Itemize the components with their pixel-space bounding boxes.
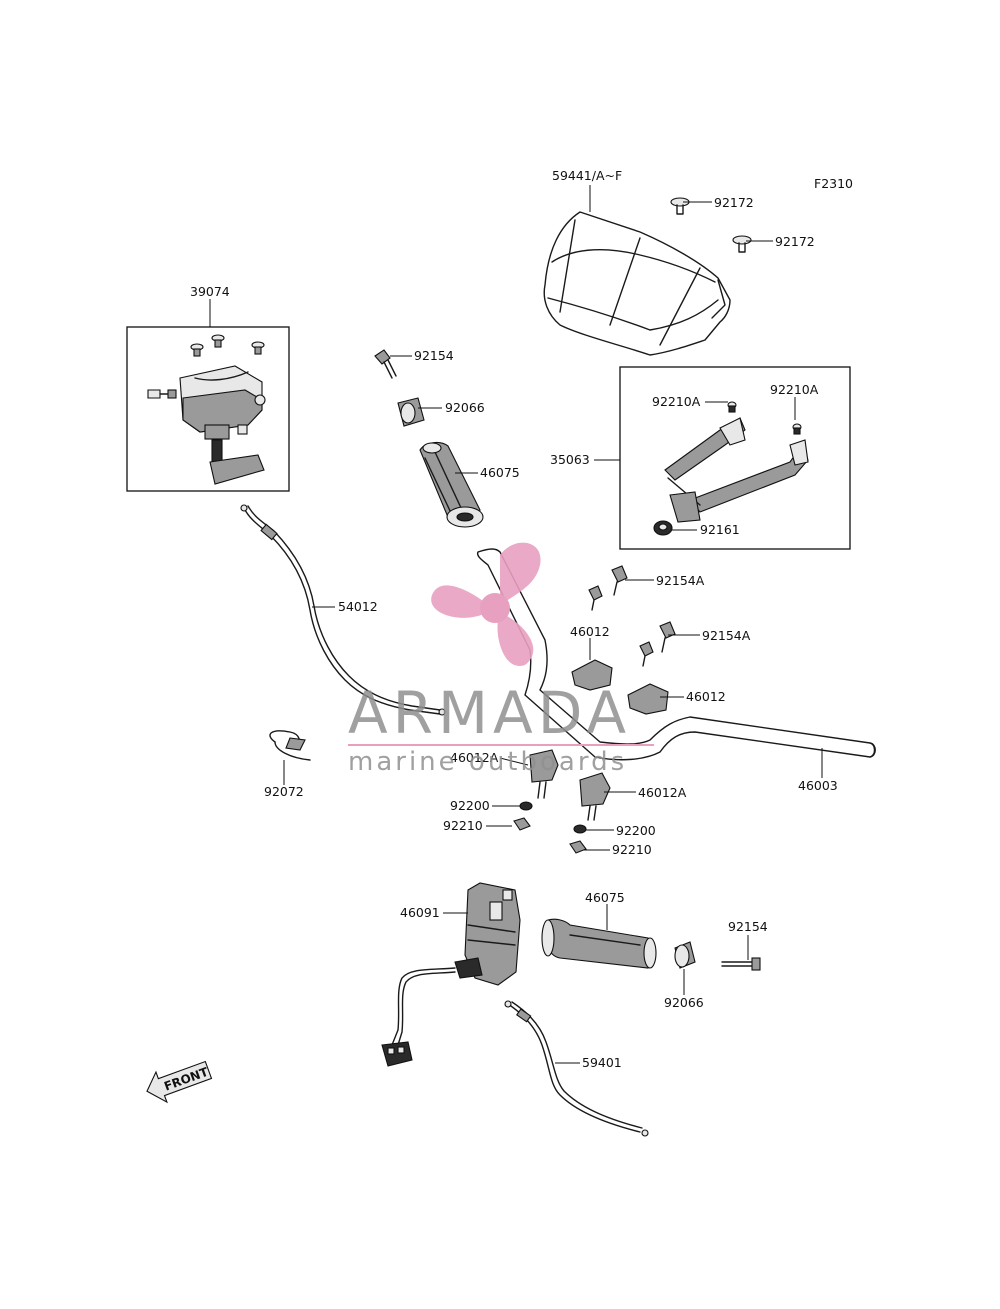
holder-46012A-left <box>529 749 559 799</box>
holder-46012A-right <box>579 772 611 821</box>
label-46012A-1: 46012A <box>450 750 499 765</box>
label-92072: 92072 <box>264 784 304 799</box>
part-labels: F2310 59441/A~F 92172 92172 39074 92154 … <box>190 168 853 1070</box>
label-92154-b: 92154 <box>728 919 768 934</box>
bolt-92172-bottom <box>732 235 752 253</box>
bolt-92154-top <box>374 349 397 379</box>
cable-59401-part <box>504 1000 649 1137</box>
holder-cap-46012-left <box>571 659 613 691</box>
watermark-brand: ARMADA <box>348 679 631 747</box>
watermark: ARMADA marine outboards <box>348 542 654 777</box>
label-54012: 54012 <box>338 599 378 614</box>
washer-92200-left <box>519 801 533 811</box>
label-46075-b: 46075 <box>585 890 625 905</box>
bracket-35063-part <box>664 401 809 523</box>
label-92210A-1: 92210A <box>652 394 701 409</box>
handlebar-46003-part <box>476 548 876 761</box>
nut-92161 <box>653 520 673 536</box>
label-92154A-1: 92154A <box>656 573 705 588</box>
label-46012A-2: 46012A <box>638 785 687 800</box>
label-92154A-2: 92154A <box>702 628 751 643</box>
front-arrow-icon: FRONT <box>146 1060 213 1104</box>
bolt-92154A-lower <box>639 621 676 667</box>
bolt-92154A-upper <box>588 565 628 611</box>
label-92172-b: 92172 <box>775 234 815 249</box>
windshield-part <box>543 211 731 356</box>
throttle-assembly-part <box>147 334 266 485</box>
label-46012-b: 46012 <box>686 689 726 704</box>
nut-92210-left <box>513 817 531 831</box>
grip-46075-bottom <box>541 918 657 969</box>
watermark-tagline: marine outboards <box>348 747 627 777</box>
label-39074: 39074 <box>190 284 230 299</box>
label-92172-a: 92172 <box>714 195 754 210</box>
label-46003: 46003 <box>798 778 838 793</box>
nut-92210-right <box>569 840 587 854</box>
label-92200-b: 92200 <box>616 823 656 838</box>
label-92210-b: 92210 <box>612 842 652 857</box>
bolt-92154-bottom <box>721 957 761 971</box>
diagram-code: F2310 <box>814 176 853 191</box>
label-92161: 92161 <box>700 522 740 537</box>
label-92210-a: 92210 <box>443 818 483 833</box>
label-35063: 35063 <box>550 452 590 467</box>
label-46075-a: 46075 <box>480 465 520 480</box>
assembly-box-35063 <box>619 366 851 550</box>
label-92154-a: 92154 <box>414 348 454 363</box>
label-46012-a: 46012 <box>570 624 610 639</box>
assembly-box-39074 <box>126 326 290 492</box>
clamp-92072-part <box>269 730 311 761</box>
bar-end-92066-bottom <box>674 941 696 969</box>
label-92066-a: 92066 <box>445 400 485 415</box>
label-92200-a: 92200 <box>450 798 490 813</box>
washer-92200-right <box>573 824 587 834</box>
leader-lines <box>209 185 823 1064</box>
switch-46091-part <box>381 882 521 1067</box>
label-59441: 59441/A~F <box>552 168 622 183</box>
label-92210A-2: 92210A <box>770 382 819 397</box>
bolt-92172-top <box>670 197 690 215</box>
propeller-logo-icon <box>431 542 541 666</box>
label-92066-b: 92066 <box>664 995 704 1010</box>
label-46091: 46091 <box>400 905 440 920</box>
cable-54012-part <box>240 504 446 716</box>
label-59401: 59401 <box>582 1055 622 1070</box>
bar-end-92066-top <box>397 397 425 427</box>
grip-46075-top <box>419 441 484 528</box>
holder-cap-46012-right <box>627 683 669 715</box>
